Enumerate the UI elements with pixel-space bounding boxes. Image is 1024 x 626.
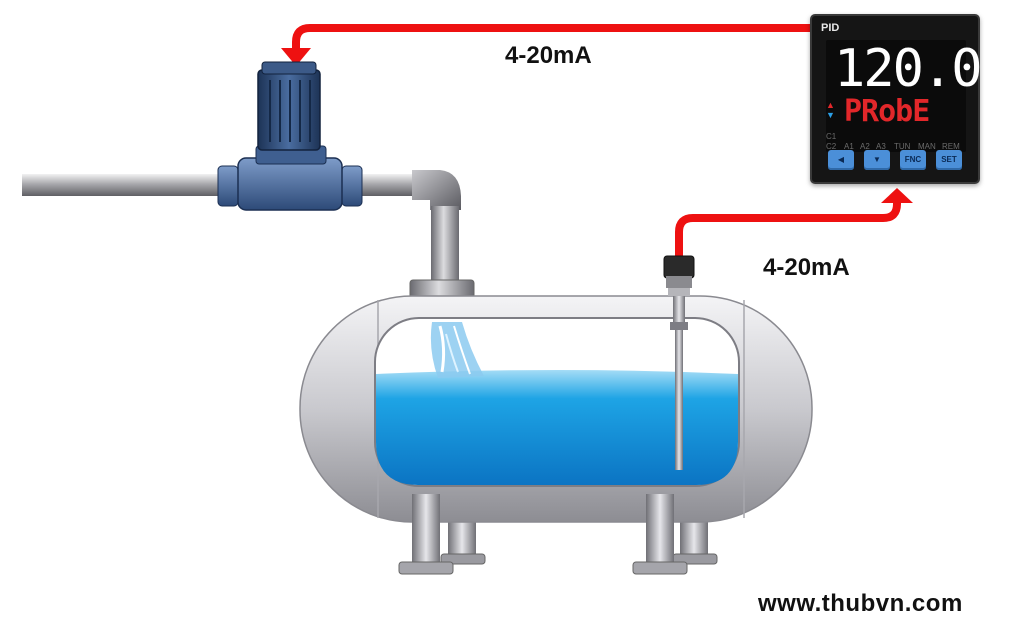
sensor-probe — [675, 330, 683, 470]
inlet-pipe — [22, 170, 475, 299]
pid-controller: PID 120.0 ▲▼ PRobE C1 C2 A1 A2 A3 TUN MA… — [810, 14, 983, 184]
level-sensor — [663, 255, 695, 470]
pid-keypad: ◀ ▼ FNC SET — [826, 150, 968, 172]
arrow-down-icon — [281, 48, 311, 66]
signal-wire-right — [675, 188, 913, 256]
signal-wire-top — [281, 24, 812, 66]
tank-legs-front — [398, 494, 688, 575]
setpoint-display: PRobE — [844, 94, 930, 129]
indicator-a3: A3 — [876, 142, 886, 151]
water-inflow — [430, 322, 484, 378]
down-button[interactable]: ▼ — [864, 150, 890, 170]
pid-brand-label: PID — [821, 22, 840, 34]
pump — [217, 61, 363, 211]
indicator-a1: A1 — [844, 142, 854, 151]
tank — [299, 295, 813, 523]
updown-indicator-icon: ▲▼ — [826, 100, 835, 120]
indicator-c1: C1 — [826, 132, 837, 141]
arrow-up-icon — [881, 188, 913, 203]
process-value-display: 120.0 — [834, 39, 983, 99]
indicator-c2: C2 — [826, 142, 837, 151]
shift-left-button[interactable]: ◀ — [828, 150, 854, 170]
signal-label-top: 4-20mA — [505, 42, 592, 69]
indicator-a2: A2 — [860, 142, 870, 151]
fnc-button[interactable]: FNC — [900, 150, 926, 170]
set-button[interactable]: SET — [936, 150, 962, 170]
website-label: www.thubvn.com — [758, 590, 963, 617]
water-level — [376, 370, 738, 485]
status-indicators: C1 C2 A1 A2 A3 TUN MAN REM — [826, 130, 966, 152]
indicator-man: MAN — [918, 142, 936, 151]
signal-label-right: 4-20mA — [763, 254, 850, 281]
indicator-rem: REM — [942, 142, 960, 151]
pid-display: 120.0 ▲▼ PRobE C1 C2 A1 A2 A3 TUN MAN RE… — [826, 40, 983, 152]
indicator-tun: TUN — [894, 142, 911, 151]
